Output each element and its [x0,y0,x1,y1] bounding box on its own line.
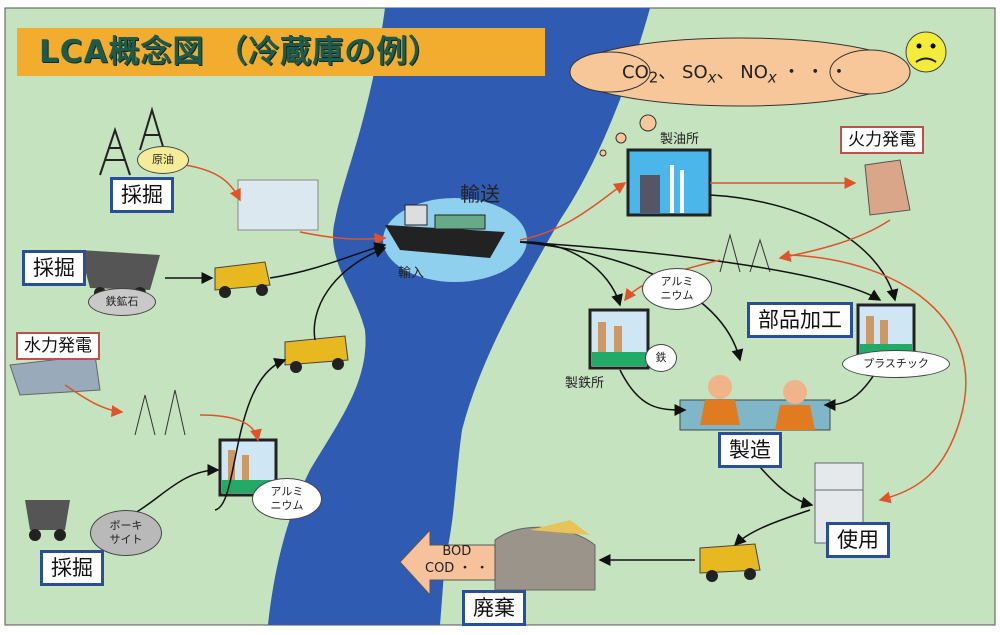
co2-subscript: 2 [648,68,659,87]
label-thermal-power: 火力発電 [840,126,924,154]
oval-crude-oil: 原油 [137,146,189,174]
air-emissions-text: CO2、 SOx、 NOx ・ ・ ・ [622,58,848,87]
dump-truck-icon [284,335,349,373]
label-mining-oil: 採掘 [110,177,174,213]
oil-derrick-icon [99,106,165,176]
flow-arrow [299,231,387,245]
ship-icon [383,198,527,282]
river [268,8,650,625]
bod: BOD [442,544,472,559]
oval-plastic: プラスチック [842,350,950,378]
oil-pump-icon [237,179,319,231]
oval-aluminum-right: アルミ ニウム [642,268,712,310]
flow-arrow [789,254,967,504]
cod: COD ・ ・ [425,561,489,576]
flow-arrow [184,164,241,202]
power-pylon-icon [134,389,186,436]
steel-factory-icon [588,308,650,370]
separator: 、 [716,62,741,83]
oval-iron: 鉄 [645,344,677,372]
flow-arrow [519,182,627,241]
water-emissions-text: BOD COD ・ ・ [425,543,489,577]
label-refinery: 製油所 [660,132,700,147]
ellipsis: ・ ・ ・ [776,62,848,83]
oval-bauxite: ボーキ サイト [90,510,162,556]
nox: NO [740,62,768,83]
label-import: 輸入 [398,266,425,281]
label-manufacturing: 製造 [718,432,782,468]
ore-cart-icon [25,500,70,541]
label-use: 使用 [826,522,890,558]
emission-cloud [569,37,911,157]
flow-arrow [733,509,811,547]
factory-workers-icon [679,375,831,431]
oval-iron-ore: 鉄鉱石 [88,288,156,316]
dump-truck-icon [214,261,271,298]
dump-truck-icon [699,543,761,582]
landfill-icon [494,520,596,591]
label-hydro-power: 水力発電 [16,332,100,360]
nox-subscript: x [767,68,777,87]
flow-arrow [709,194,899,302]
page-title: LCA概念図 （冷蔵庫の例） [17,28,545,76]
power-pylon-icon [719,233,771,273]
label-parts-processing: 部品加工 [747,302,853,338]
flow-arrow [214,357,287,511]
flow-arrow [313,246,387,341]
oval-aluminum-left: アルミ ニウム [252,478,322,520]
sox-subscript: x [707,68,717,87]
flow-arrow [519,241,882,301]
flow-arrow [199,414,262,442]
label-transport: 輸送 [460,182,500,206]
oil-refinery-icon [626,148,712,217]
flow-arrow [619,369,687,416]
label-mining-bauxite: 採掘 [40,550,104,586]
label-mining-iron: 採掘 [22,250,86,286]
aluminum-factory-icon [218,438,278,497]
label-disposal: 廃棄 [462,590,526,626]
sox: SO [682,62,708,83]
sad-sun-icon [905,31,947,73]
co2: CO [622,62,649,83]
flow-arrow [64,384,124,418]
water-emission-arrow [399,528,496,597]
label-steelworks: 製鉄所 [565,376,605,391]
separator: 、 [658,62,683,83]
thermal-plant-icon [864,159,911,216]
